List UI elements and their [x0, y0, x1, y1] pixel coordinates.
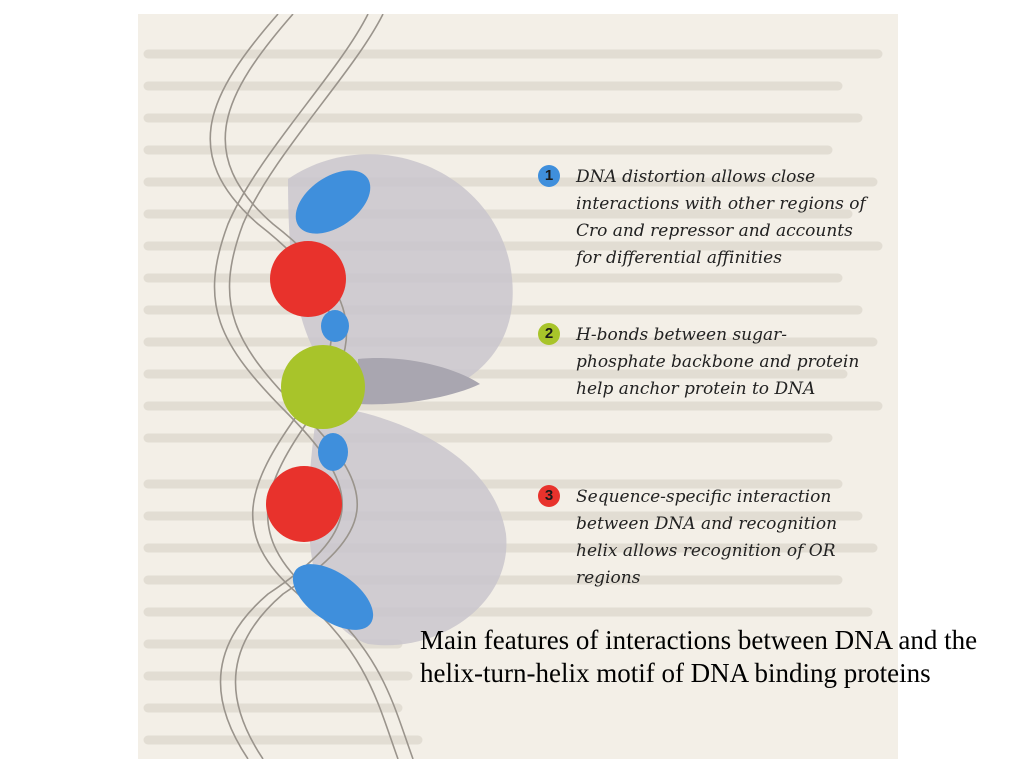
legend-text-h-bonds: H-bonds between sugar-phosphate backbone…	[576, 325, 860, 399]
legend-bullet-red: 3	[538, 485, 560, 507]
red-contact-upper	[270, 241, 346, 317]
legend-bullet-blue: 1	[538, 165, 560, 187]
legend-bullet-green: 2	[538, 323, 560, 345]
blue-contact-bottom	[292, 564, 374, 630]
blue-contact-small-lower	[318, 433, 348, 471]
scanned-figure: 1 DNA distortion allows close interactio…	[138, 14, 898, 759]
blue-contact-top	[295, 170, 371, 234]
legend-text-dna-distortion: DNA distortion allows close interactions…	[576, 167, 866, 268]
dna-strand-3	[213, 14, 369, 759]
green-contact	[281, 345, 365, 429]
red-contact-lower	[266, 466, 342, 542]
protein-lower-lobe	[308, 404, 507, 646]
dna-protein-diagram	[209, 14, 513, 759]
contact-blobs	[266, 170, 374, 630]
legend-text-sequence-specific: Sequence-specific interaction between DN…	[576, 487, 838, 588]
blue-contact-small-upper	[321, 310, 349, 342]
protein-tail	[358, 358, 480, 405]
slide-caption: Main features of interactions between DN…	[420, 625, 978, 688]
